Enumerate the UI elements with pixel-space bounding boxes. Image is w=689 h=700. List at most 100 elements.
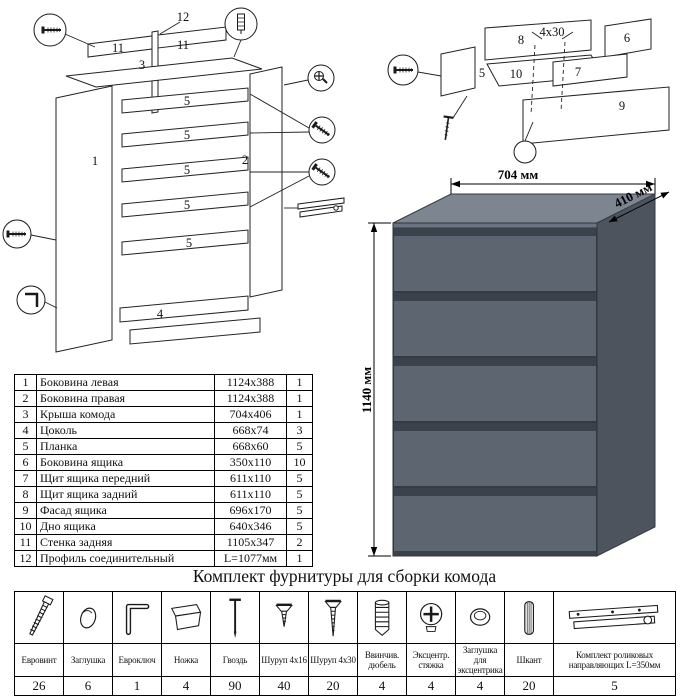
dresser-front-outline — [392, 222, 598, 557]
cap-plug-icon — [79, 607, 97, 628]
nail-icon — [229, 598, 241, 638]
hardware-icon-cell — [357, 591, 407, 644]
part-size: L=1077мм — [214, 550, 287, 567]
part-size: 1124х388 — [214, 374, 287, 391]
part-label: 11 — [112, 41, 124, 55]
hardware-qty: 4 — [161, 676, 211, 696]
part-size: 611х110 — [214, 486, 287, 503]
hardware-icon-cell — [161, 591, 211, 644]
part-qty: 1 — [286, 374, 313, 391]
table-row: 11 Стенка задняя 1105х347 2 — [14, 534, 313, 551]
part-label: 2 — [242, 153, 248, 167]
hardware-icon-cell — [63, 591, 113, 644]
part-size: 668х74 — [214, 422, 287, 439]
part-name: Дно ящика — [36, 518, 215, 535]
part-label: 6 — [624, 31, 630, 45]
part-size: 704х406 — [214, 406, 287, 423]
drawer-front-panel — [552, 53, 628, 87]
part-label: 3 — [139, 58, 145, 72]
table-row: 4 Цоколь 668х74 3 — [14, 422, 313, 439]
part-qty: 3 — [286, 422, 313, 439]
part-number: 5 — [14, 438, 37, 455]
depth-dimension — [608, 191, 670, 223]
drawer-slide-icon — [568, 604, 658, 629]
part-qty: 5 — [286, 518, 313, 535]
part-name: Боковина левая — [36, 374, 215, 391]
part-name: Цоколь — [36, 422, 215, 439]
part-number: 11 — [14, 534, 37, 551]
part-label: 9 — [619, 99, 625, 113]
leader-lines — [417, 31, 574, 142]
part-number: 8 — [14, 486, 37, 503]
height-dimension — [368, 222, 391, 557]
part-number: 6 — [14, 454, 37, 471]
table-row: 10 Дно ящика 640х346 5 — [14, 518, 313, 535]
drawer-slat — [440, 46, 476, 97]
back-panel-right — [157, 26, 227, 49]
table-row: 8 Щит ящика задний 611х110 5 — [14, 486, 313, 503]
hardware-name: Эксцентр. стяжка — [406, 643, 456, 677]
part-name: Боковина ящика — [36, 454, 215, 471]
part-name: Щит ящика задний — [36, 486, 215, 503]
part-label: 7 — [575, 65, 581, 79]
dresser-3d-view: 1140 мм 704 мм 410 мм — [359, 167, 670, 557]
part-label: 1 — [92, 154, 98, 168]
hardware-name: Евроключ — [112, 643, 162, 677]
part-size: 1124х388 — [214, 390, 287, 407]
part-size: 611х110 — [214, 470, 287, 487]
hardware-qty: 20 — [308, 676, 358, 696]
hardware-qty: 40 — [259, 676, 309, 696]
slat-5 — [121, 229, 249, 256]
part-label: 5 — [184, 163, 190, 177]
cam-cap-icon — [469, 607, 491, 626]
hardware-name: Гвоздь — [210, 643, 260, 677]
drawer-slide-icon — [297, 197, 345, 218]
part-number: 2 — [14, 390, 37, 407]
bracket-icon — [25, 292, 39, 307]
hardware-icon-cell — [504, 591, 554, 644]
dresser-body — [392, 193, 656, 557]
part-name: Боковина правая — [36, 390, 215, 407]
part-name: Стенка задняя — [36, 534, 215, 551]
part-number: 3 — [14, 406, 37, 423]
leader-lines — [30, 21, 310, 309]
part-number: 7 — [14, 470, 37, 487]
slat-1 — [121, 87, 249, 114]
hardware-qty: 1 — [112, 676, 162, 696]
width-label-background — [486, 167, 550, 182]
hardware-name: Комплект роликовых направляющих L=350мм — [553, 643, 676, 677]
drawer-front — [394, 423, 596, 486]
dresser-top-edge — [393, 223, 597, 228]
drawer-side-panel — [604, 18, 652, 58]
confirmat-screw-icon — [29, 594, 54, 636]
part-number: 9 — [14, 502, 37, 519]
part-label: 10 — [510, 67, 523, 81]
drawer-fronts — [394, 228, 596, 551]
drawer-front — [394, 358, 596, 421]
part-qty: 1 — [286, 390, 313, 407]
hardware-icon-cell — [210, 591, 260, 644]
plinth-panel — [119, 295, 249, 323]
part-qty: 2 — [286, 534, 313, 551]
hardware-quantities-row: 26 6 1 4 90 40 20 4 4 4 20 5 — [14, 676, 676, 696]
table-row: 6 Боковина ящика 350х110 10 — [14, 454, 313, 471]
hardware-name: Заглушка — [63, 643, 113, 677]
drawer-exploded-diagram: 8 4х30 6 5 10 7 9 — [387, 18, 670, 164]
hardware-qty: 90 — [210, 676, 260, 696]
plinth-panel-2 — [129, 317, 261, 345]
hardware-qty: 5 — [553, 676, 676, 696]
table-row: 2 Боковина правая 1124х388 1 — [14, 390, 313, 407]
callout-circle — [16, 285, 46, 315]
part-label: 5 — [186, 236, 192, 250]
part-label: 4 — [157, 307, 164, 321]
part-qty: 10 — [286, 454, 313, 471]
part-name: Крыша комода — [36, 406, 215, 423]
hardware-icon-cell — [553, 591, 676, 644]
screw-4x16-icon — [275, 603, 293, 627]
table-row: 7 Щит ящика передний 611х110 5 — [14, 470, 313, 487]
part-qty: 5 — [286, 502, 313, 519]
fastener-callouts — [387, 54, 537, 164]
part-name: Профиль соединительный — [36, 550, 215, 567]
part-name: Фасад ящика — [36, 502, 215, 519]
